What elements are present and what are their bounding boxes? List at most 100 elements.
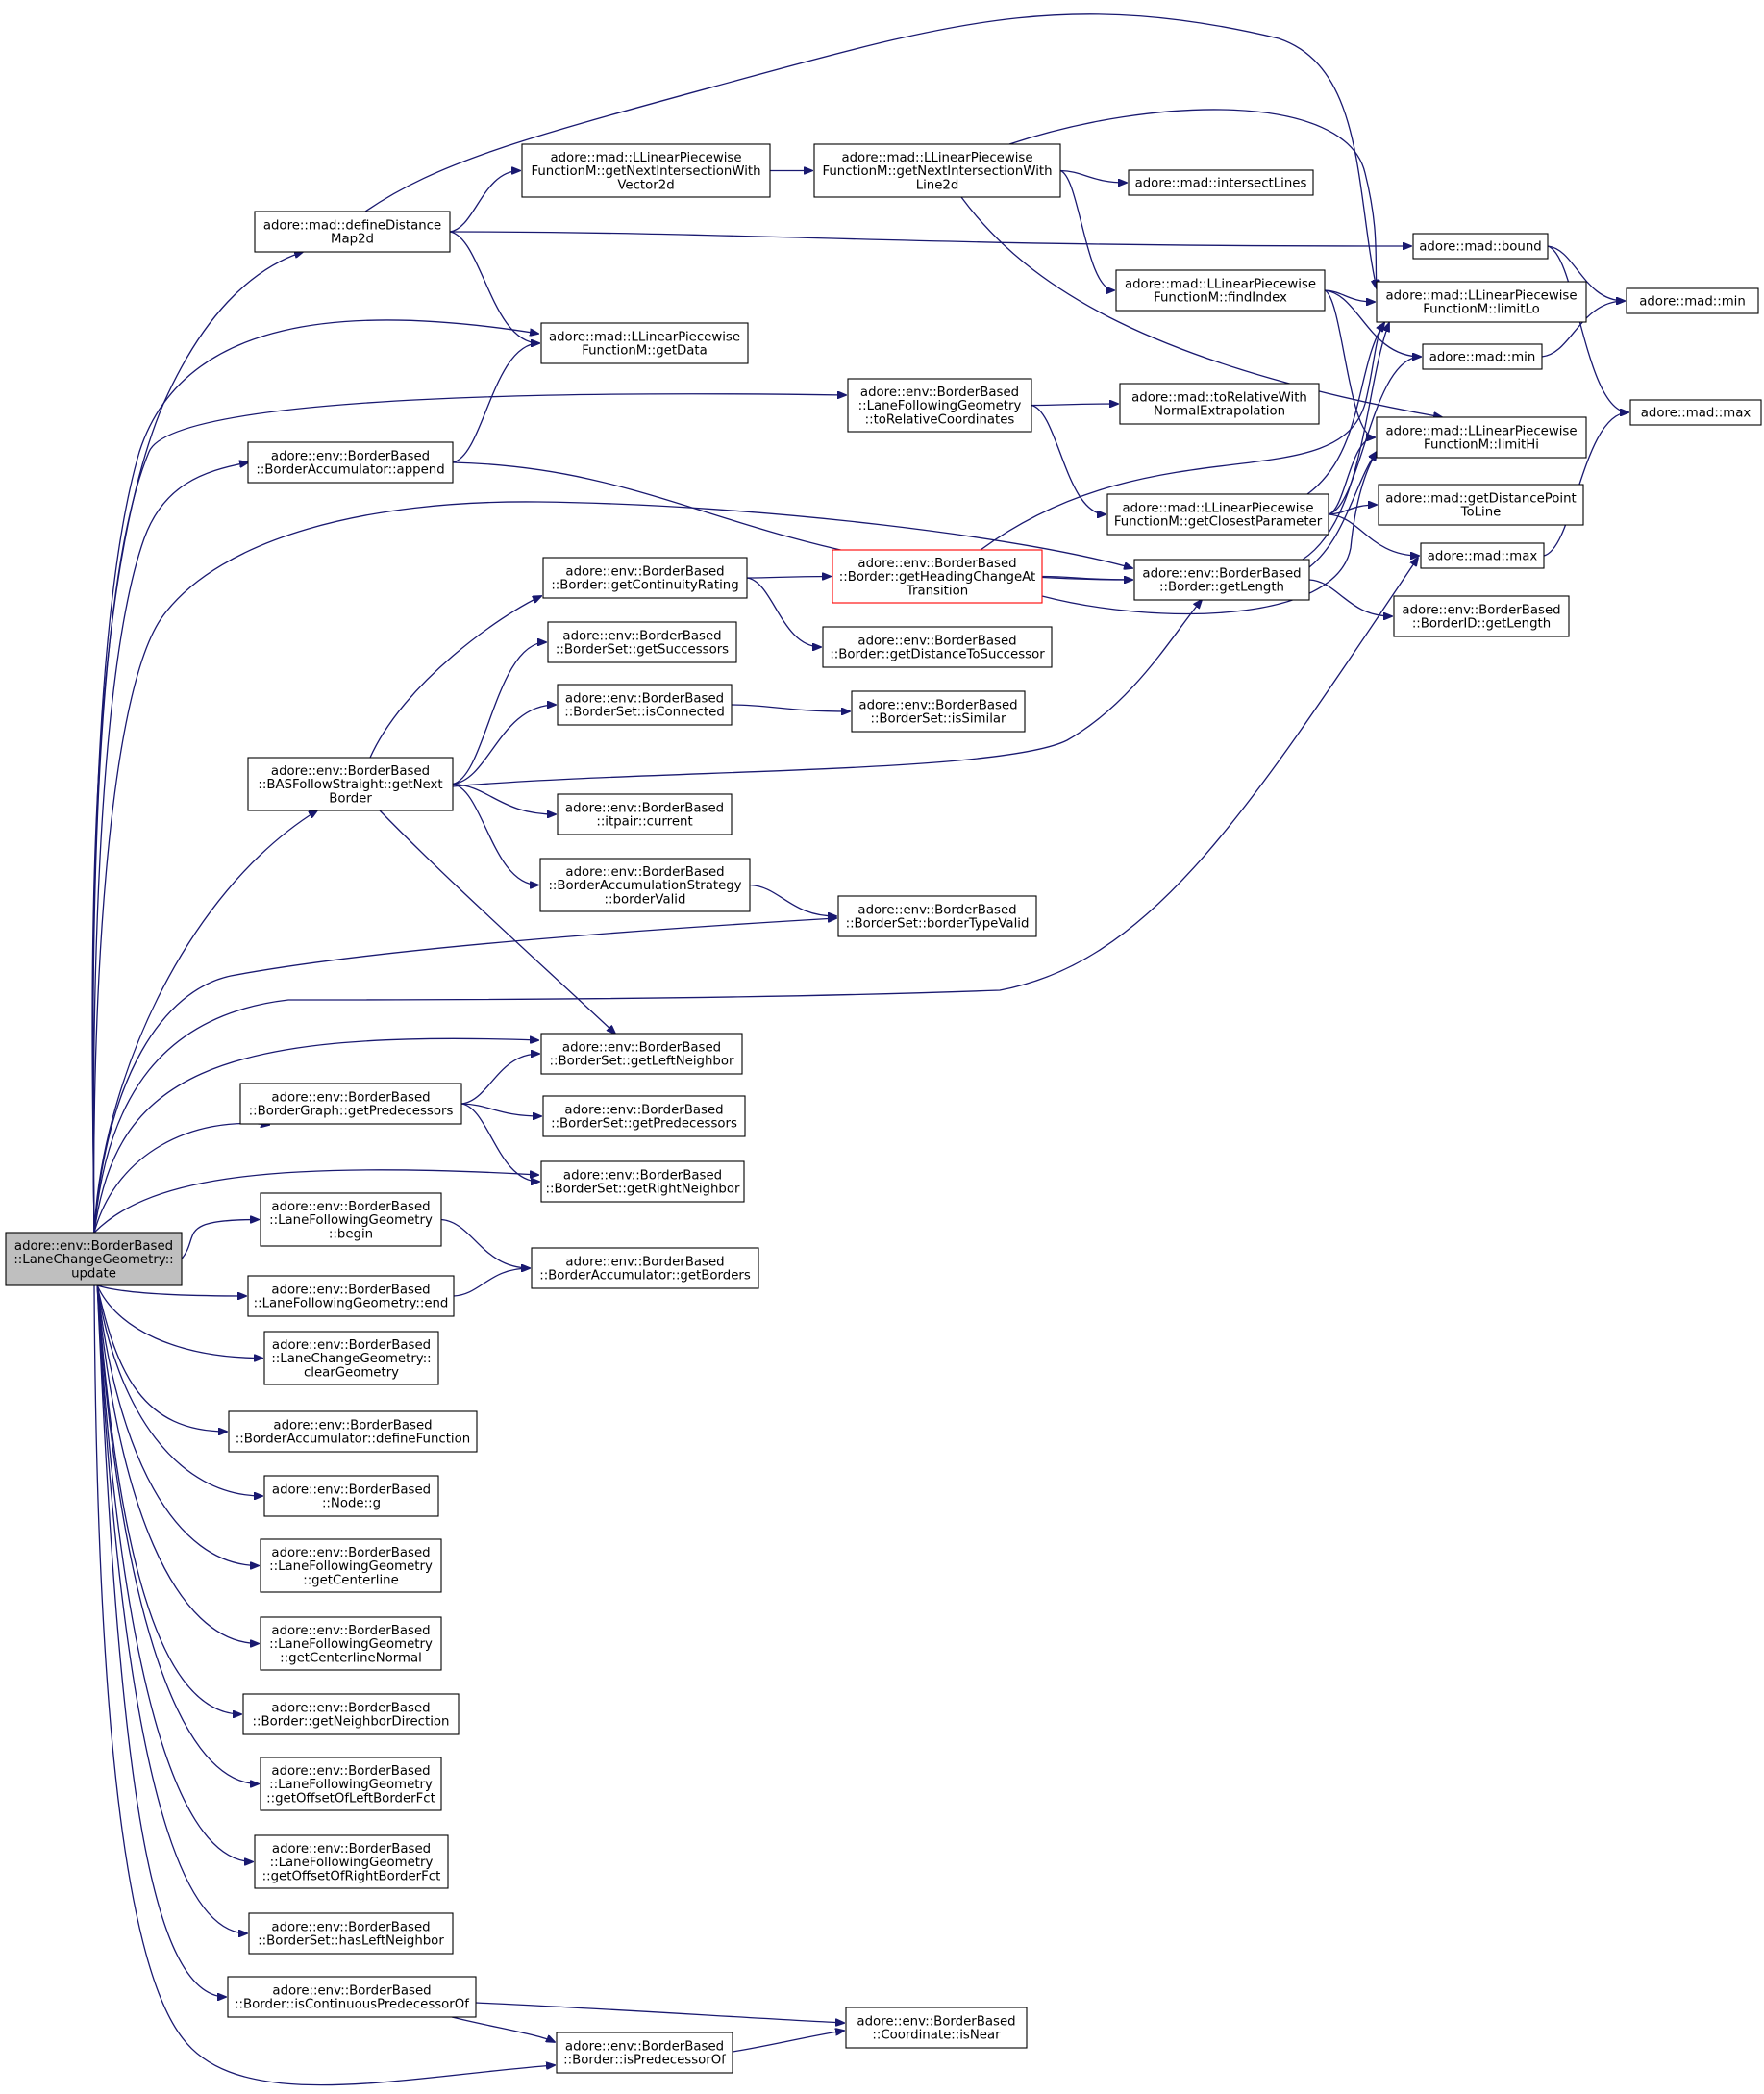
- node-label-line: ::BorderSet::getSuccessors: [556, 643, 729, 658]
- node-box: [1378, 484, 1584, 526]
- node-box: [540, 322, 749, 364]
- node-getBorders[interactable]: adore::env::BorderBased::BorderAccumulat…: [531, 1247, 759, 1289]
- call-edge-root-to-clearGeometry: [96, 1284, 262, 1359]
- node-label-line: ::LaneFollowingGeometry::end: [254, 1297, 449, 1311]
- node-borderValid[interactable]: adore::env::BorderBased::BorderAccumulat…: [539, 858, 751, 912]
- call-edge-borderGetLength-to-borderIdGetLength: [1308, 579, 1392, 616]
- node-bound[interactable]: adore::mad::bound: [1412, 233, 1549, 260]
- node-label-line: ::Border::getNeighborDirection: [253, 1715, 450, 1730]
- node-label-line: FunctionM::getNextIntersectionWith: [531, 164, 760, 179]
- node-label-line: ::Border::getDistanceToSuccessor: [830, 648, 1045, 662]
- node-label-line: ::LaneFollowingGeometry: [858, 399, 1022, 413]
- node-findIndex[interactable]: adore::mad::LLinearPiecewiseFunctionM::f…: [1115, 269, 1326, 312]
- node-label-line: adore::env::BorderBased: [272, 1842, 431, 1857]
- node-borderIdGetLength[interactable]: adore::env::BorderBased::BorderID::getLe…: [1393, 595, 1570, 637]
- node-label-line: ::Coordinate::isNear: [872, 2029, 1001, 2043]
- node-intersectLines[interactable]: adore::mad::intersectLines: [1128, 169, 1314, 196]
- node-getSuccessors[interactable]: adore::env::BorderBased::BorderSet::getS…: [547, 621, 737, 663]
- call-edge-isContinuousPredecessorOf-to-isPredecessorOf: [451, 2016, 555, 2042]
- node-getNextIntersectionWithLine2d[interactable]: adore::mad::LLinearPiecewiseFunctionM::g…: [813, 143, 1061, 198]
- node-getClosestParameter[interactable]: adore::mad::LLinearPiecewiseFunctionM::g…: [1106, 493, 1329, 536]
- node-getDistanceToSuccessor[interactable]: adore::env::BorderBased::Border::getDist…: [822, 626, 1053, 668]
- node-label-line: ::BorderAccumulator::defineFunction: [236, 1433, 470, 1447]
- node-label-line: ::BorderSet::getPredecessors: [551, 1117, 737, 1132]
- node-label-line: adore::mad::getDistancePoint: [1385, 492, 1577, 507]
- node-isPredecessorOf[interactable]: adore::env::BorderBased::Border::isPrede…: [556, 2032, 733, 2074]
- node-setGetPredecessors[interactable]: adore::env::BorderBased::BorderSet::getP…: [542, 1095, 746, 1137]
- node-label-line: adore::env::BorderBased: [271, 1764, 430, 1779]
- call-edge-graphGetPredecessors-to-getRightNeighbor: [460, 1103, 539, 1182]
- node-isContinuousPredecessorOf[interactable]: adore::env::BorderBased::Border::isConti…: [227, 1976, 477, 2018]
- node-min2[interactable]: adore::mad::min: [1626, 287, 1759, 314]
- node-box: [227, 1976, 477, 2018]
- node-getData[interactable]: adore::mad::LLinearPiecewiseFunctionM::g…: [540, 322, 749, 364]
- node-borderGetLength[interactable]: adore::env::BorderBased::Border::getLeng…: [1133, 559, 1310, 601]
- node-box: [247, 1275, 455, 1317]
- node-getCenterline[interactable]: adore::env::BorderBased::LaneFollowingGe…: [260, 1538, 442, 1593]
- node-getContinuityRating[interactable]: adore::env::BorderBased::Border::getCont…: [542, 557, 748, 599]
- node-basGetNextBorder[interactable]: adore::env::BorderBased::BASFollowStraig…: [247, 757, 454, 811]
- node-box: [1412, 233, 1549, 260]
- node-box: [542, 557, 748, 599]
- node-label-line: ::Node::g: [322, 1497, 381, 1511]
- call-edge-root-to-basGetNextBorder: [93, 810, 317, 1234]
- node-getNeighborDirection[interactable]: adore::env::BorderBased::Border::getNeig…: [242, 1693, 460, 1735]
- node-getOffsetOfRightBorderFct[interactable]: adore::env::BorderBased::LaneFollowingGe…: [254, 1834, 449, 1889]
- node-hasLeftNeighbor[interactable]: adore::env::BorderBased::BorderSet::hasL…: [248, 1912, 454, 1955]
- node-borderTypeValid[interactable]: adore::env::BorderBased::BorderSet::bord…: [837, 895, 1037, 937]
- node-label-line: ::BorderAccumulationStrategy: [548, 879, 741, 893]
- node-getOffsetOfLeftBorderFct[interactable]: adore::env::BorderBased::LaneFollowingGe…: [260, 1757, 442, 1811]
- call-edge-basGetNextBorder-to-getSuccessors: [452, 642, 546, 785]
- node-box: [247, 757, 454, 811]
- node-label-line: ::BorderSet::borderTypeValid: [846, 917, 1030, 932]
- node-begin[interactable]: adore::env::BorderBased::LaneFollowingGe…: [260, 1192, 442, 1247]
- node-limitHi[interactable]: adore::mad::LLinearPiecewiseFunctionM::l…: [1376, 416, 1587, 459]
- node-graphGetPredecessors[interactable]: adore::env::BorderBased::BorderGraph::ge…: [239, 1083, 462, 1125]
- node-label-line: adore::env::BorderBased: [565, 2040, 724, 2055]
- node-label-line: FunctionM::getClosestParameter: [1114, 515, 1323, 530]
- node-label-line: ::LaneFollowingGeometry: [269, 1559, 433, 1574]
- node-max1[interactable]: adore::mad::max: [1629, 399, 1762, 426]
- call-edge-root-to-borderGetLength: [92, 501, 1132, 1234]
- node-label-line: ::BASFollowStraight::getNext: [258, 778, 442, 792]
- node-box: [837, 895, 1037, 937]
- call-edge-graphGetPredecessors-to-setGetPredecessors: [460, 1103, 541, 1116]
- node-box: [1119, 383, 1320, 425]
- node-label-line: ::BorderAccumulator::append: [256, 463, 444, 478]
- node-max2[interactable]: adore::mad::max: [1420, 542, 1545, 569]
- node-getRightNeighbor[interactable]: adore::env::BorderBased::BorderSet::getR…: [540, 1160, 745, 1203]
- node-getCenterlineNormal[interactable]: adore::env::BorderBased::LaneFollowingGe…: [260, 1616, 442, 1671]
- node-end[interactable]: adore::env::BorderBased::LaneFollowingGe…: [247, 1275, 455, 1317]
- node-limitLo[interactable]: adore::mad::LLinearPiecewiseFunctionM::l…: [1376, 281, 1587, 323]
- node-min1[interactable]: adore::mad::min: [1422, 343, 1543, 370]
- call-edge-basGetNextBorder-to-getLeftNeighbor: [379, 810, 615, 1034]
- node-label-line: adore::mad::min: [1639, 295, 1746, 310]
- node-nodeG[interactable]: adore::env::BorderBased::Node::g: [263, 1475, 439, 1517]
- call-edge-basGetNextBorder-to-borderGetLength: [452, 600, 1202, 787]
- node-label-line: ::toRelativeCoordinates: [865, 412, 1015, 427]
- node-box: [1420, 542, 1545, 569]
- node-itpairCurrent[interactable]: adore::env::BorderBased::itpair::current: [557, 793, 733, 835]
- node-label-line: adore::mad::LLinearPiecewise: [1385, 289, 1577, 304]
- node-box: [260, 1538, 442, 1593]
- node-append[interactable]: adore::env::BorderBased::BorderAccumulat…: [247, 441, 454, 484]
- node-clearGeometry[interactable]: adore::env::BorderBased::LaneChangeGeome…: [263, 1331, 439, 1385]
- node-label-line: ::LaneFollowingGeometry: [269, 1213, 433, 1228]
- call-edge-getHeadingChangeAtTransition-to-borderGetLength: [1041, 575, 1132, 581]
- node-toRelativeWithNormalExtrapolation[interactable]: adore::mad::toRelativeWithNormalExtrapol…: [1119, 383, 1320, 425]
- node-root[interactable]: adore::env::BorderBased::LaneChangeGeome…: [5, 1232, 183, 1286]
- node-toRelativeCoordinates[interactable]: adore::env::BorderBased::LaneFollowingGe…: [847, 378, 1032, 433]
- node-isConnected[interactable]: adore::env::BorderBased::BorderSet::isCo…: [557, 684, 733, 726]
- node-label-line: adore::env::BorderBased: [563, 1169, 722, 1184]
- node-label-line: ::getCenterlineNormal: [280, 1651, 422, 1665]
- node-defineFunction[interactable]: adore::env::BorderBased::BorderAccumulat…: [228, 1410, 478, 1453]
- node-isSimilar[interactable]: adore::env::BorderBased::BorderSet::isSi…: [851, 690, 1026, 733]
- node-label-line: adore::env::BorderBased: [14, 1239, 173, 1254]
- node-getLeftNeighbor[interactable]: adore::env::BorderBased::BorderSet::getL…: [540, 1033, 743, 1075]
- node-getNextIntersectionWithVector2d[interactable]: adore::mad::LLinearPiecewiseFunctionM::g…: [521, 143, 771, 198]
- node-isNear[interactable]: adore::env::BorderBased::Coordinate::isN…: [845, 2007, 1028, 2049]
- node-getHeadingChangeAtTransition[interactable]: adore::env::BorderBased::Border::getHead…: [832, 549, 1043, 604]
